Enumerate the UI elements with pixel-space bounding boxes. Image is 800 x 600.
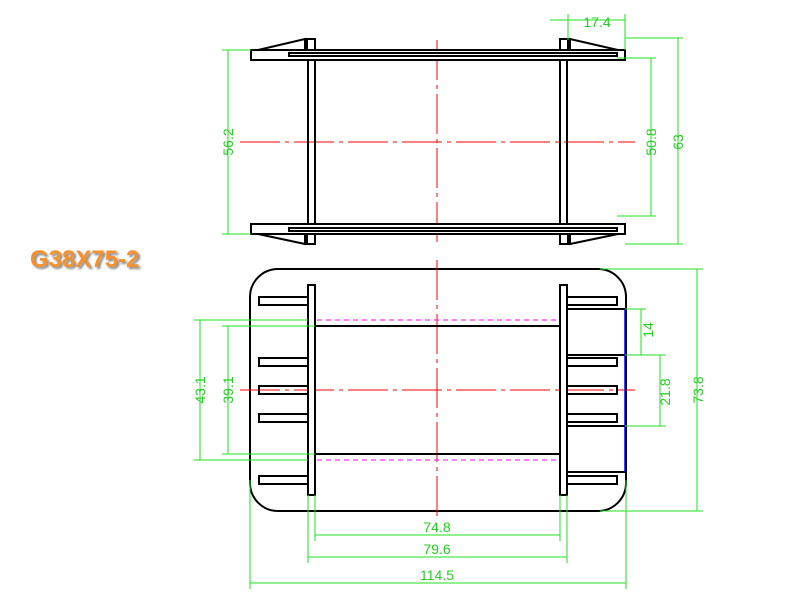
dim-17-4: 17.4 xyxy=(583,14,610,30)
dim-21-8: 21.8 xyxy=(657,378,673,405)
dim-14: 14 xyxy=(640,322,656,338)
dim-50-8: 50.8 xyxy=(643,128,659,155)
right-flange xyxy=(559,284,568,496)
dim-114-5: 114.5 xyxy=(420,567,454,583)
left-pins xyxy=(258,296,309,485)
dim-56-2: 56.2 xyxy=(220,128,236,155)
dim-74-8: 74.8 xyxy=(423,519,450,535)
dim-73-8: 73.8 xyxy=(690,376,706,403)
top-plate xyxy=(250,37,626,61)
top-view: 56.2 50.8 63 17.4 xyxy=(220,14,686,246)
dim-39-1: 39.1 xyxy=(220,376,236,403)
bottom-view: 43.1 39.1 14 21.8 73.8 74.8 79.6 xyxy=(192,260,706,589)
top-view-dimensions: 56.2 50.8 63 17.4 xyxy=(220,14,686,245)
dim-79-6: 79.6 xyxy=(423,541,450,557)
left-flange xyxy=(307,284,316,496)
dim-63: 63 xyxy=(670,134,686,150)
bottom-view-dimensions: 43.1 39.1 14 21.8 73.8 74.8 79.6 xyxy=(192,268,706,589)
right-pins xyxy=(566,296,626,485)
bottom-plate xyxy=(250,223,626,246)
part-number-title: G38X75-2 xyxy=(30,246,140,273)
dim-43-1: 43.1 xyxy=(192,376,208,403)
